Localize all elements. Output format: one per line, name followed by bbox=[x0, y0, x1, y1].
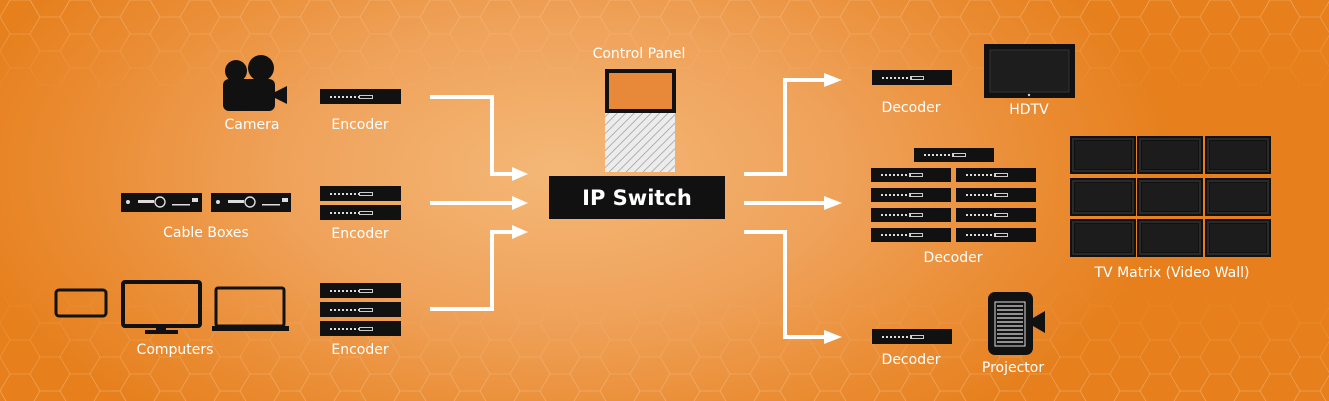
tv-screen bbox=[1205, 178, 1271, 216]
encoder-unit bbox=[320, 283, 401, 298]
encoder-unit bbox=[320, 302, 401, 317]
arrow-encoder-1 bbox=[430, 95, 514, 176]
encoder-label: Encoder bbox=[331, 226, 389, 242]
projector-icon bbox=[988, 292, 1045, 355]
decoder-unit bbox=[871, 168, 951, 182]
decoder-unit bbox=[872, 70, 952, 85]
arrowheads bbox=[512, 73, 842, 344]
computers-icon bbox=[54, 280, 289, 334]
camera-icon bbox=[223, 55, 287, 111]
control-panel-label: Control Panel bbox=[592, 46, 686, 62]
decoder-unit bbox=[956, 208, 1036, 222]
control-panel-screen bbox=[609, 73, 672, 109]
hdtv-icon bbox=[984, 44, 1075, 98]
decoder-unit bbox=[871, 188, 951, 202]
tv-matrix-label: TV Matrix (Video Wall) bbox=[1094, 265, 1250, 281]
ip-switch-box: IP Switch bbox=[549, 176, 725, 219]
camera-label: Camera bbox=[224, 117, 280, 133]
tv-screen bbox=[1137, 219, 1203, 257]
ip-switch-label: IP Switch bbox=[582, 185, 692, 210]
decoder-unit bbox=[871, 228, 951, 242]
tv-screen bbox=[1070, 136, 1136, 174]
decoder-unit bbox=[871, 208, 951, 222]
tv-screen bbox=[1070, 219, 1136, 257]
decoder-unit bbox=[956, 188, 1036, 202]
control-panel-stand bbox=[605, 112, 675, 172]
encoder-unit bbox=[320, 321, 401, 336]
encoder-label: Encoder bbox=[331, 117, 389, 133]
input-arrows bbox=[430, 78, 826, 339]
decoder-unit bbox=[956, 228, 1036, 242]
cable-boxes-icon bbox=[121, 193, 291, 212]
encoder-unit bbox=[320, 205, 401, 220]
encoder-label: Encoder bbox=[331, 342, 389, 358]
cable-boxes-label: Cable Boxes bbox=[163, 225, 249, 241]
decoder-label: Decoder bbox=[923, 250, 983, 266]
decoder-unit bbox=[914, 148, 994, 162]
arrow-decoder-bottom bbox=[744, 230, 826, 339]
hdtv-label: HDTV bbox=[1009, 102, 1049, 118]
tv-screen bbox=[1137, 136, 1203, 174]
encoder-unit bbox=[320, 89, 401, 104]
computers-label: Computers bbox=[136, 342, 214, 358]
tv-screen bbox=[1070, 178, 1136, 216]
arrow-encoder-3 bbox=[430, 230, 514, 311]
tv-screen bbox=[1137, 178, 1203, 216]
decoder-unit bbox=[872, 329, 952, 344]
decoder-unit bbox=[956, 168, 1036, 182]
tv-screen bbox=[1205, 219, 1271, 257]
encoder-unit bbox=[320, 186, 401, 201]
arrow-decoder-top bbox=[744, 78, 826, 176]
projector-label: Projector bbox=[981, 360, 1045, 376]
decoder-label: Decoder bbox=[881, 100, 941, 116]
tv-screen bbox=[1205, 136, 1271, 174]
decoder-label: Decoder bbox=[881, 352, 941, 368]
